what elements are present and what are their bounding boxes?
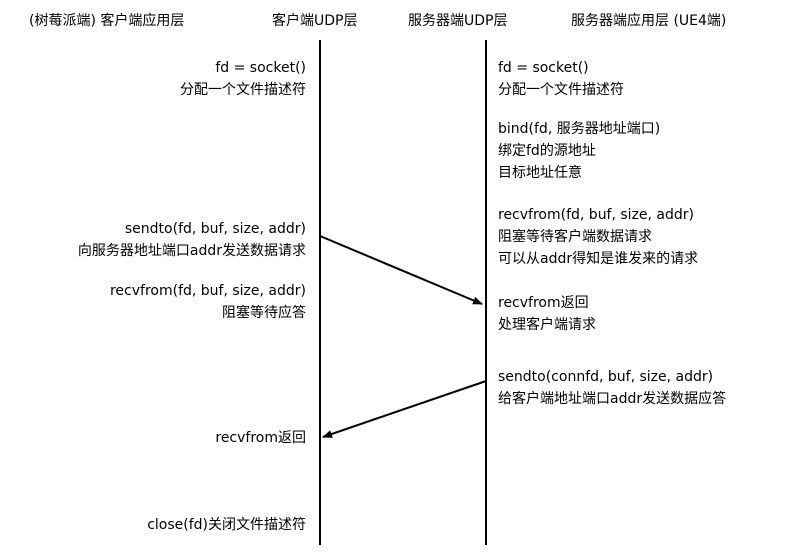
client-recvfrom-call: recvfrom(fd, buf, size, addr) <box>109 283 306 299</box>
client-recvfrom-return: recvfrom返回 <box>215 427 306 449</box>
server-socket-block: fd = socket() 分配一个文件描述符 <box>498 57 624 101</box>
header-server-udp: 服务器端UDP层 <box>408 13 508 29</box>
request-arrow <box>319 235 483 305</box>
server-recvfrom-desc2: 可以从addr得知是谁发来的请求 <box>498 251 699 267</box>
server-sendto-call: sendto(connfd, buf, size, addr) <box>498 369 714 385</box>
header-client-udp: 客户端UDP层 <box>272 13 358 29</box>
header-client-app: (树莓派端) 客户端应用层 <box>29 13 185 29</box>
server-recvfrom-return: recvfrom返回 <box>498 295 589 311</box>
client-sendto-call: sendto(fd, buf, size, addr) <box>124 221 306 237</box>
client-socket-call: fd = socket() <box>215 60 306 76</box>
response-arrow <box>322 380 487 438</box>
server-bind-block: bind(fd, 服务器地址端口) 绑定fd的源地址 目标地址任意 <box>498 118 660 184</box>
client-sendto-block: sendto(fd, buf, size, addr) 向服务器地址端口addr… <box>78 218 306 262</box>
server-bind-desc1: 绑定fd的源地址 <box>498 143 596 159</box>
client-sendto-desc: 向服务器地址端口addr发送数据请求 <box>77 243 306 259</box>
client-close-text: close(fd)关闭文件描述符 <box>147 517 306 533</box>
client-recvfrom-desc: 阻塞等待应答 <box>222 305 306 321</box>
server-sendto-block: sendto(connfd, buf, size, addr) 给客户端地址端口… <box>498 366 726 410</box>
server-recvfrom-desc1: 阻塞等待客户端数据请求 <box>498 229 652 245</box>
server-bind-call: bind(fd, 服务器地址端口) <box>498 121 661 137</box>
server-socket-desc: 分配一个文件描述符 <box>498 82 624 98</box>
client-timeline <box>319 40 321 545</box>
client-recvfrom-return-text: recvfrom返回 <box>215 430 306 446</box>
server-sendto-desc: 给客户端地址端口addr发送数据应答 <box>498 391 727 407</box>
server-recvfrom-return-block: recvfrom返回 处理客户端请求 <box>498 292 596 336</box>
server-bind-desc2: 目标地址任意 <box>498 165 582 181</box>
client-recvfrom-block: recvfrom(fd, buf, size, addr) 阻塞等待应答 <box>110 280 306 324</box>
server-recvfrom-call: recvfrom(fd, buf, size, addr) <box>498 207 695 223</box>
client-socket-desc: 分配一个文件描述符 <box>180 82 306 98</box>
server-recvfrom-block: recvfrom(fd, buf, size, addr) 阻塞等待客户端数据请… <box>498 204 698 270</box>
header-server-app: 服务器端应用层 (UE4端) <box>571 13 727 29</box>
client-close: close(fd)关闭文件描述符 <box>147 514 306 536</box>
server-timeline <box>485 40 487 545</box>
server-socket-call: fd = socket() <box>498 60 589 76</box>
server-process-request: 处理客户端请求 <box>498 317 596 333</box>
client-socket-block: fd = socket() 分配一个文件描述符 <box>180 57 306 101</box>
